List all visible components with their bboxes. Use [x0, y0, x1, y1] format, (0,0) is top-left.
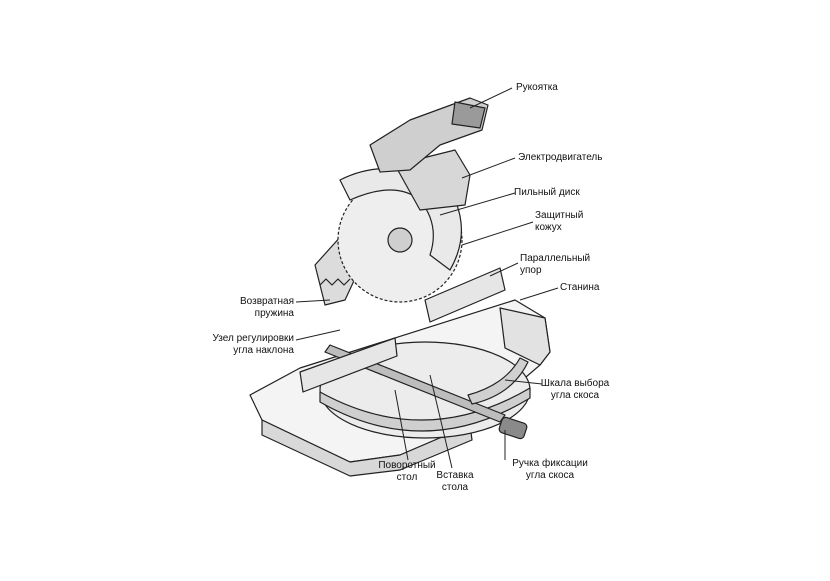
label-guard: Защитный кожух [535, 210, 584, 233]
rotary-table-edge [319, 387, 531, 432]
label-motor: Электродвигатель [518, 152, 603, 163]
return-spring-shape [319, 278, 351, 286]
label-bevel-lock-knob: Ручка фиксации угла скоса [512, 458, 588, 481]
label-return-spring: Возвратная пружина [240, 296, 294, 319]
bevel-lock-knob-shape [498, 416, 528, 440]
label-table-insert: Вставка стола [436, 470, 474, 493]
label-base: Станина [560, 282, 600, 293]
parallel-fence [424, 267, 506, 323]
label-handle: Рукоятка [516, 82, 558, 93]
label-bevel-scale: Шкала выбора угла скоса [540, 378, 610, 401]
label-tilt-adjust: Узел регулировки угла наклона [212, 333, 294, 356]
base-front [261, 419, 473, 477]
label-rotary-table: Поворотный стол [378, 460, 436, 483]
base-right-block [499, 307, 551, 366]
label-fence: Параллельный упор [520, 253, 591, 276]
bevel-scale-arc [467, 357, 529, 405]
left-fence [299, 337, 398, 393]
label-saw-blade: Пильный диск [514, 187, 580, 198]
